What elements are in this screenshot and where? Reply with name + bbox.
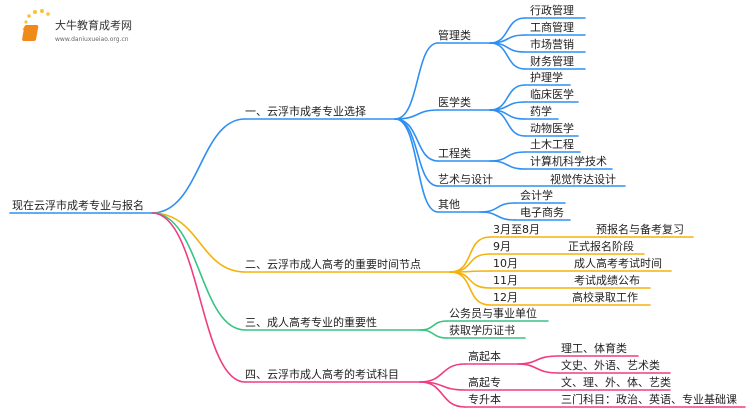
group-gaoqizhuan[interactable]: 高起专 [468, 375, 501, 389]
root-node[interactable]: 现在云浮市成考专业与报名 [12, 198, 144, 212]
list-item[interactable]: 工商管理 [530, 20, 574, 34]
event-label[interactable]: 高校录取工作 [572, 290, 638, 304]
time-label[interactable]: 3月至8月 [493, 223, 540, 236]
event-label[interactable]: 正式报名阶段 [568, 239, 634, 253]
list-item[interactable]: 市场营销 [530, 37, 574, 51]
list-item[interactable]: 三门科目：政治、英语、专业基础课 [561, 392, 737, 406]
list-item[interactable]: 临床医学 [530, 87, 574, 101]
branch-4-label[interactable]: 四、云浮市成人高考的考试科目 [245, 367, 399, 381]
book-icon [22, 25, 39, 41]
list-item[interactable]: 文史、外语、艺术类 [561, 358, 660, 372]
group-other[interactable]: 其他 [438, 198, 460, 211]
group-medicine[interactable]: 医学类 [438, 95, 471, 109]
logo-title: 大牛教育成考网 [55, 18, 132, 32]
list-item[interactable]: 公务员与事业单位 [449, 306, 537, 320]
time-label[interactable]: 10月 [493, 257, 518, 270]
event-label[interactable]: 考试成绩公布 [574, 274, 640, 287]
list-item[interactable]: 计算机科学技术 [530, 154, 607, 168]
list-item[interactable]: 文、理、外、体、艺类 [561, 375, 671, 389]
time-label[interactable]: 11月 [493, 274, 518, 287]
branch-1-label[interactable]: 一、云浮市成考专业选择 [245, 104, 366, 118]
list-item[interactable]: 药学 [530, 104, 552, 118]
event-label[interactable]: 预报名与备考复习 [596, 222, 684, 236]
group-art-design[interactable]: 艺术与设计 [438, 173, 493, 186]
time-label[interactable]: 12月 [493, 291, 518, 304]
logo-url: www.daniuxueiao.org.cn [55, 36, 129, 43]
group-zhuanshengben[interactable]: 专升本 [468, 392, 501, 406]
list-item[interactable]: 视觉传达设计 [550, 172, 616, 186]
logo: 大牛教育成考网 www.daniuxueiao.org.cn [22, 9, 132, 43]
list-item[interactable]: 财务管理 [530, 54, 574, 68]
branch-3-label[interactable]: 三、成人高考专业的重要性 [245, 315, 377, 329]
branch-2-label[interactable]: 二、云浮市成人高考的重要时间节点 [245, 257, 421, 271]
list-item[interactable]: 土木工程 [530, 138, 574, 151]
event-label[interactable]: 成人高考考试时间 [574, 256, 662, 270]
list-item[interactable]: 护理学 [530, 70, 563, 84]
group-gaoqiben[interactable]: 高起本 [468, 349, 501, 363]
group-engineering[interactable]: 工程类 [438, 146, 471, 160]
list-item[interactable]: 电子商务 [520, 205, 564, 219]
time-label[interactable]: 9月 [493, 240, 511, 253]
list-item[interactable]: 理工、体育类 [561, 341, 627, 355]
group-management[interactable]: 管理类 [438, 28, 471, 42]
list-item[interactable]: 获取学历证书 [449, 323, 515, 337]
list-item[interactable]: 行政管理 [530, 3, 574, 17]
list-item[interactable]: 动物医学 [530, 121, 574, 135]
list-item[interactable]: 会计学 [520, 188, 553, 202]
